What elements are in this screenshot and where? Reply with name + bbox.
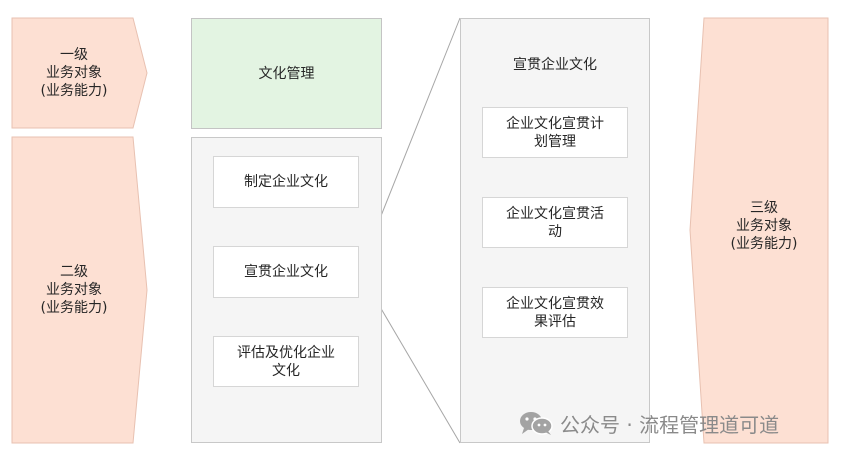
- evaluate-culture-node: [213, 336, 359, 387]
- watermark-text: 公众号 · 流程管理道可道: [560, 412, 780, 437]
- formulate-culture-node: [213, 156, 359, 208]
- culture-management-text: 文化管理: [258, 65, 315, 82]
- level3-line2: 业务对象: [736, 218, 792, 234]
- culture-management-label: 文化管理: [191, 18, 382, 129]
- level3-line1: 三级: [750, 200, 778, 216]
- level3-panel-title: 宣贯企业文化: [460, 52, 650, 78]
- level3-line3: (业务能力): [730, 236, 798, 252]
- promotion-activity-label: 企业文化宣贯活 动: [482, 197, 628, 248]
- evaluate-culture-line2: 文化: [272, 362, 300, 379]
- level1-line3: (业务能力): [40, 83, 108, 99]
- wechat-icon: [520, 412, 553, 435]
- promote-culture-label: 宣贯企业文化: [213, 246, 359, 298]
- level1-line1: 一级: [60, 47, 88, 63]
- evaluate-culture-label: 评估及优化企业 文化: [213, 336, 359, 387]
- promotion-plan-node: [482, 107, 628, 158]
- level1-label: 一级 业务对象 (业务能力): [12, 18, 136, 128]
- promotion-activity-node: [482, 197, 628, 248]
- formulate-culture-text: 制定企业文化: [244, 174, 328, 190]
- promotion-effect-label: 企业文化宣贯效 果评估: [482, 287, 628, 338]
- level2-label: 二级 业务对象 (业务能力): [12, 137, 136, 443]
- formulate-culture-label: 制定企业文化: [213, 156, 359, 208]
- level2-chevron: [11, 136, 148, 444]
- level2-line3: (业务能力): [40, 300, 108, 316]
- promotion-plan-line1: 企业文化宣贯计: [506, 115, 604, 132]
- promotion-activity-line2: 动: [548, 223, 562, 240]
- promotion-plan-line2: 划管理: [534, 133, 576, 150]
- promote-culture-text: 宣贯企业文化: [244, 264, 328, 280]
- promotion-effect-line1: 企业文化宣贯效: [506, 295, 604, 312]
- promotion-activity-line1: 企业文化宣贯活: [506, 205, 604, 222]
- level1-line2: 业务对象: [46, 65, 102, 81]
- promotion-plan-label: 企业文化宣贯计 划管理: [482, 107, 628, 158]
- level3-chevron: [689, 17, 829, 444]
- level2-line1: 二级: [60, 264, 88, 280]
- watermark: 公众号 · 流程管理道可道: [518, 408, 779, 438]
- level3-panel-title-text: 宣贯企业文化: [513, 57, 597, 73]
- level2-line2: 业务对象: [46, 282, 102, 298]
- promotion-effect-line2: 果评估: [534, 313, 576, 330]
- culture-management-node: [191, 18, 382, 129]
- level3-label: 三级 业务对象 (业务能力): [700, 166, 828, 286]
- level1-chevron: [11, 17, 148, 129]
- promotion-effect-node: [482, 287, 628, 338]
- evaluate-culture-line1: 评估及优化企业: [237, 344, 335, 361]
- promote-culture-node: [213, 246, 359, 298]
